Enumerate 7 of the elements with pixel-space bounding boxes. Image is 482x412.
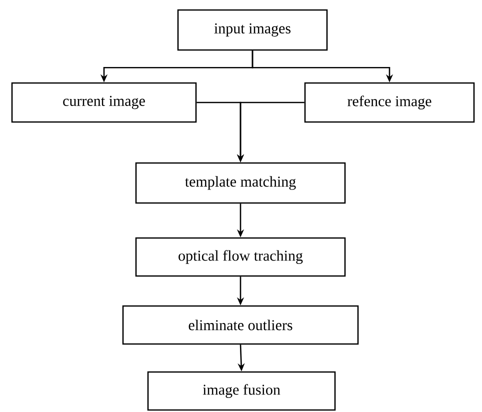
process-box: refence image (304, 82, 475, 123)
process-box: eliminate outliers (122, 305, 359, 345)
process-box: current image (11, 82, 197, 123)
process-box: template matching (135, 162, 346, 204)
process-box: input images (177, 9, 328, 51)
process-box: image fusion (147, 371, 336, 411)
process-box: optical flow traching (135, 237, 346, 277)
